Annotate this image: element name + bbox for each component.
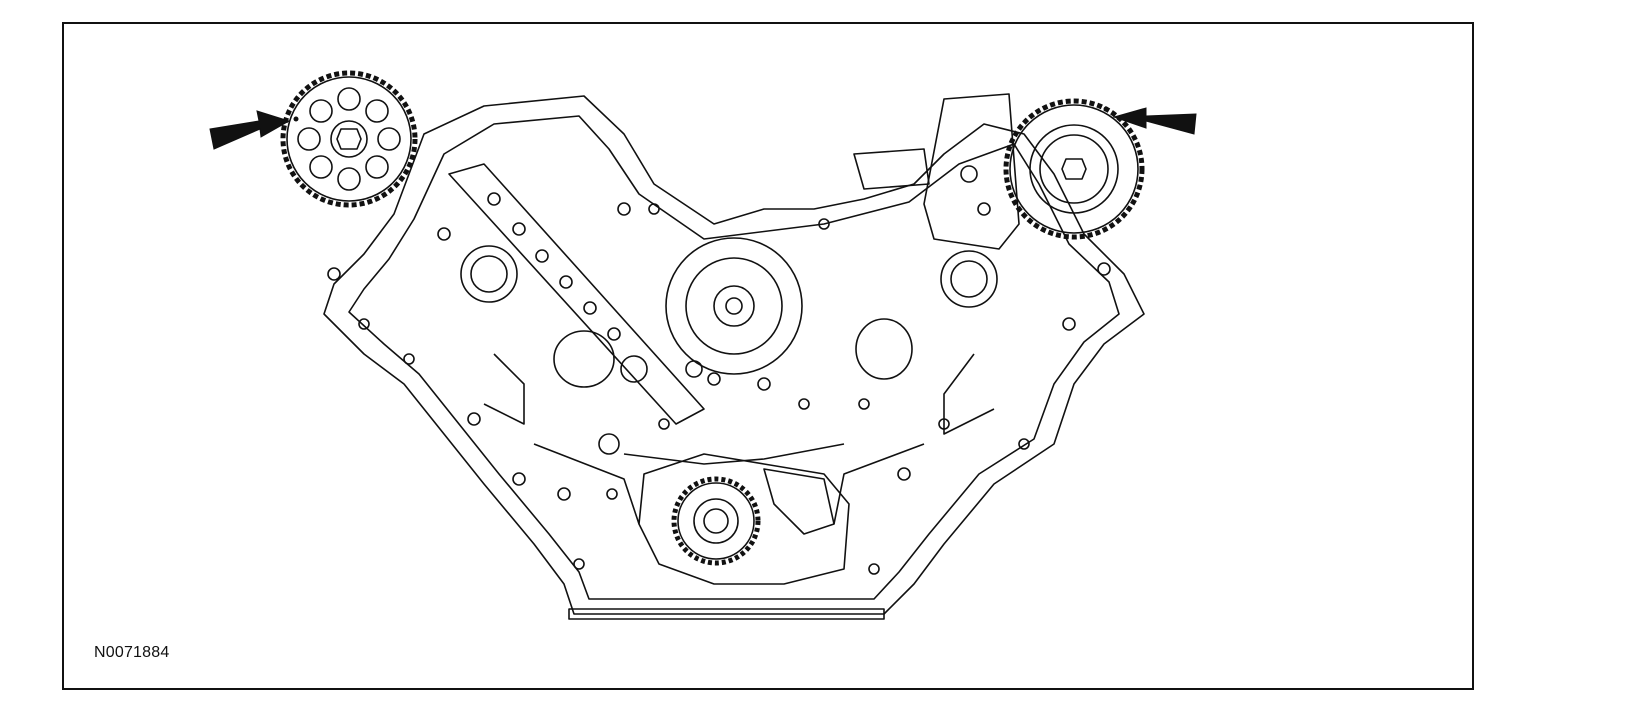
figure-frame: N0071884: [62, 22, 1474, 690]
water-pump-boss: [665, 237, 803, 375]
oil-pump-housing: [638, 453, 850, 585]
guide-rail-holes: [487, 192, 621, 341]
engine-block-outline: [323, 95, 1145, 615]
right-timing-mark-arrow: [1112, 107, 1197, 135]
left-bore: [460, 245, 518, 303]
figure-id-label: N0071884: [94, 644, 170, 661]
left-camshaft-sprocket: [280, 70, 418, 208]
tensioner-arm: [923, 93, 1020, 250]
right-camshaft-sprocket: [1003, 98, 1145, 240]
left-timing-mark-arrow: [209, 110, 291, 150]
oil-pan-rail: [568, 608, 885, 620]
bolt-holes: [327, 202, 1111, 575]
right-bore: [940, 250, 998, 308]
engine-timing-diagram: [209, 70, 1197, 620]
right-timing-mark: [1103, 106, 1109, 112]
engine-block-inner-outline: [348, 115, 1120, 600]
chain-guide-rail: [448, 163, 705, 425]
crankshaft-sprocket: [671, 476, 761, 566]
left-timing-mark: [293, 116, 299, 122]
